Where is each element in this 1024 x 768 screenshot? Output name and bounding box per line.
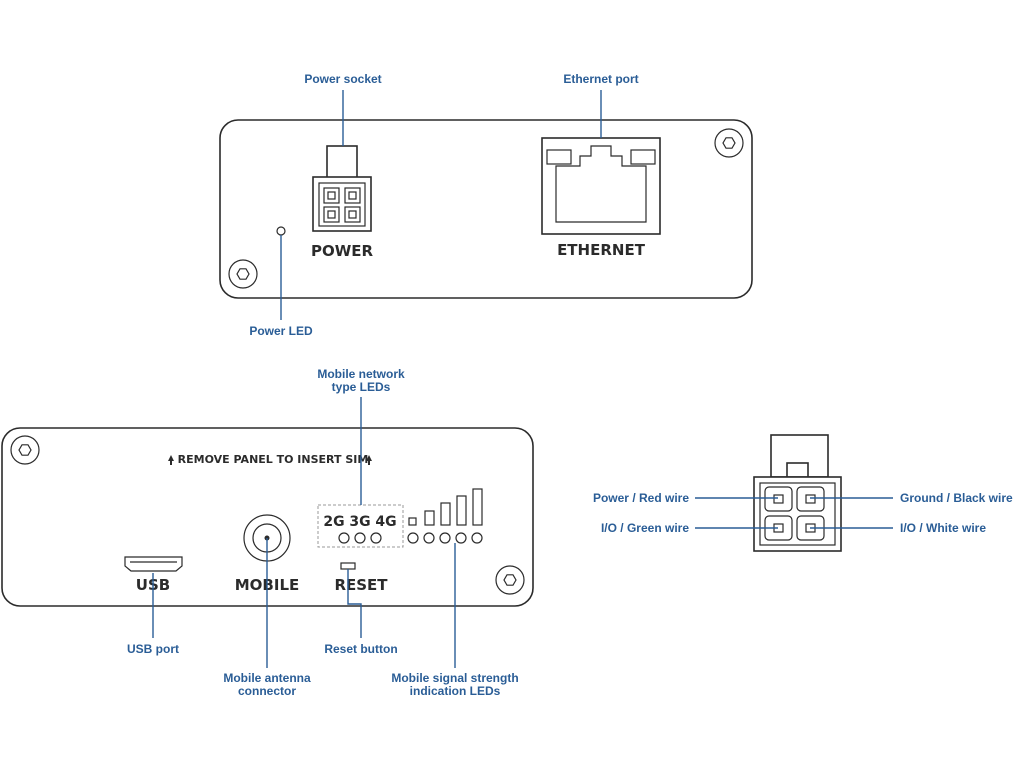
connector-inner — [759, 482, 836, 546]
usb-port-callout: USB port — [127, 642, 179, 656]
signal-led-icon — [471, 532, 483, 544]
reset-button-callout: Reset button — [324, 642, 397, 656]
connector-pinout — [753, 434, 842, 552]
top-panel: POWER ETHERNET — [219, 119, 753, 299]
network-type-3g: 3G — [349, 514, 370, 530]
ethernet-label: ETHERNET — [557, 241, 646, 259]
sim-notice: REMOVE PANEL TO INSERT SIM — [178, 453, 369, 466]
network-type-callout-line1: Mobile network — [317, 367, 405, 381]
signal-led-icon — [423, 532, 435, 544]
top-panel-outline — [219, 119, 753, 299]
power-led-callout: Power LED — [249, 324, 313, 338]
signal-bars-icon — [408, 488, 483, 526]
leader-line — [347, 569, 362, 638]
pin-ground-icon — [796, 486, 825, 512]
antenna-callout-line1: Mobile antenna — [223, 671, 311, 685]
antenna-callout-line2: connector — [238, 684, 296, 698]
network-type-callout-line2: type LEDs — [332, 380, 391, 394]
network-type-2g: 2G — [323, 514, 344, 530]
signal-led-icon — [407, 532, 419, 544]
power-socket-icon — [312, 145, 372, 232]
pin-power-icon — [764, 486, 793, 512]
network-led-icon — [354, 532, 366, 544]
io-green-callout: I/O / Green wire — [601, 521, 689, 535]
signal-callout-line2: indication LEDs — [410, 684, 501, 698]
screw-icon — [495, 565, 525, 595]
screw-icon — [714, 128, 744, 158]
network-type-4g: 4G — [375, 514, 396, 530]
connector-latch-tab — [786, 462, 809, 478]
signal-callout-line1: Mobile signal strength — [391, 671, 518, 685]
screw-icon — [228, 259, 258, 289]
ethernet-port-icon — [541, 137, 661, 235]
io-white-callout: I/O / White wire — [900, 521, 986, 535]
screw-icon — [10, 435, 40, 465]
ground-black-callout: Ground / Black wire — [900, 491, 1013, 505]
usb-port-icon — [124, 556, 183, 572]
network-led-icon — [338, 532, 350, 544]
signal-led-icon — [439, 532, 451, 544]
arrow-up-icon — [168, 455, 174, 465]
arrow-up-icon — [366, 455, 372, 465]
ethernet-port-callout: Ethernet port — [563, 72, 638, 86]
signal-led-icon — [455, 532, 467, 544]
network-led-icon — [370, 532, 382, 544]
power-red-callout: Power / Red wire — [593, 491, 689, 505]
power-label: POWER — [311, 242, 374, 260]
power-socket-callout: Power socket — [304, 72, 381, 86]
reset-label: RESET — [334, 576, 388, 594]
